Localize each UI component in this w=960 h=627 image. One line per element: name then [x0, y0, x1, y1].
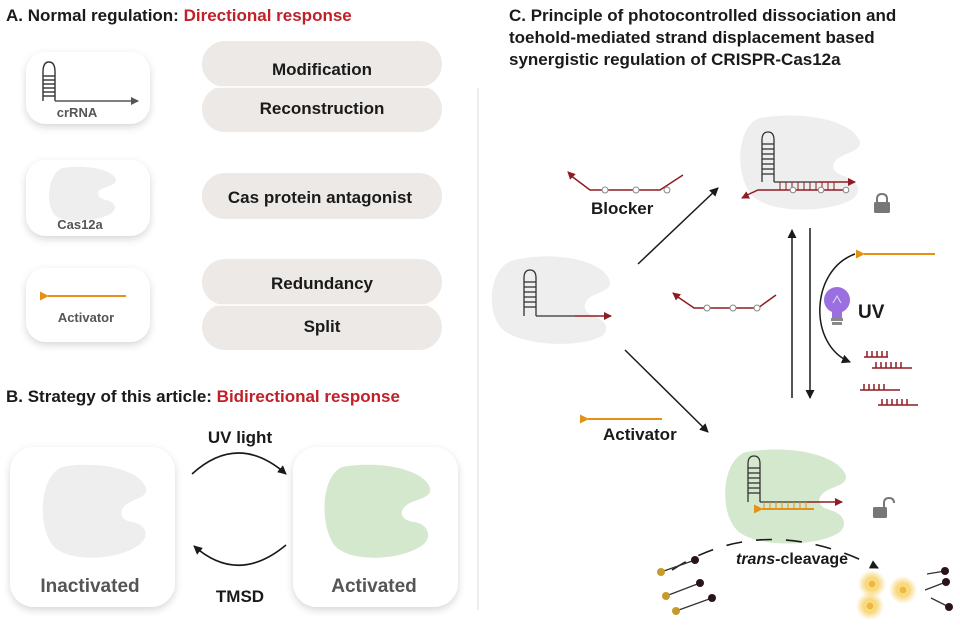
crrna-hairpin-icon	[42, 61, 139, 105]
blocker-strand	[567, 171, 684, 194]
panel-c-title-line-3: synergistic regulation of CRISPR-Cas12a	[509, 50, 841, 69]
activator-card: Activator	[26, 268, 150, 342]
activated-card: Activated	[293, 447, 458, 607]
inactive-protein-icon	[42, 464, 147, 558]
lock-open-icon	[873, 496, 895, 518]
panel-c: C. Principle of photocontrolled dissocia…	[491, 6, 953, 620]
svg-text:Modification: Modification	[272, 60, 372, 79]
trans-cleavage-arrow	[671, 538, 879, 571]
svg-text:Redundancy: Redundancy	[271, 274, 374, 293]
cas12a-label: Cas12a	[57, 217, 103, 232]
pill-cas-protein-antagonist: Cas protein antagonist	[202, 173, 442, 219]
panel-b: B. Strategy of this article: Bidirection…	[6, 387, 458, 607]
inactivated-label: Inactivated	[40, 576, 139, 597]
tmsd-reverse-arrow	[193, 544, 287, 566]
trans-cleavage-label: trans-cleavage	[736, 551, 848, 568]
released-duplex-fragments	[860, 351, 918, 406]
panel-a-title: A. Normal regulation: Directional respon…	[6, 6, 352, 25]
blocked-complex	[740, 115, 861, 210]
pill-modification: Modification	[202, 41, 442, 87]
released-blocker-strand	[672, 292, 777, 312]
uv-light-label: UV light	[208, 428, 273, 447]
uv-curve-arrow	[819, 253, 856, 364]
crrna-label: crRNA	[57, 105, 98, 120]
uv-forward-arrow	[191, 452, 287, 475]
activated-complex	[725, 449, 847, 544]
blocker-label: Blocker	[591, 199, 654, 218]
to-blocked-arrow	[637, 187, 719, 265]
panel-a: A. Normal regulation: Directional respon…	[6, 6, 442, 350]
activated-label: Activated	[331, 576, 417, 597]
tmsd-label: TMSD	[216, 587, 264, 606]
pill-split: Split	[202, 304, 442, 350]
intact-reporters	[657, 556, 716, 615]
cas12a-protein-icon	[49, 166, 116, 222]
active-protein-icon	[324, 464, 431, 558]
panel-c-title-line-1: C. Principle of photocontrolled dissocia…	[509, 6, 896, 25]
pill-reconstruction: Reconstruction	[202, 86, 442, 132]
cas12a-crrna-complex	[491, 256, 612, 344]
uv-label: UV	[858, 302, 885, 323]
cas12a-card: Cas12a	[26, 160, 150, 236]
crrna-card: crRNA	[26, 52, 150, 124]
svg-text:Cas protein antagonist: Cas protein antagonist	[228, 188, 413, 207]
to-activated-arrow	[624, 349, 709, 433]
panel-b-title: B. Strategy of this article: Bidirection…	[6, 387, 400, 406]
pill-redundancy: Redundancy	[202, 259, 442, 305]
activator-label-c: Activator	[603, 425, 677, 444]
cleaved-reporters	[856, 567, 953, 620]
activator-label: Activator	[58, 310, 114, 325]
lock-closed-icon	[874, 192, 890, 213]
svg-text:Reconstruction: Reconstruction	[260, 99, 385, 118]
panel-c-title-line-2: toehold-mediated strand displacement bas…	[509, 28, 875, 47]
inactivated-card: Inactivated	[10, 447, 175, 607]
svg-text:Split: Split	[304, 317, 341, 336]
lightbulb-icon	[824, 287, 850, 325]
